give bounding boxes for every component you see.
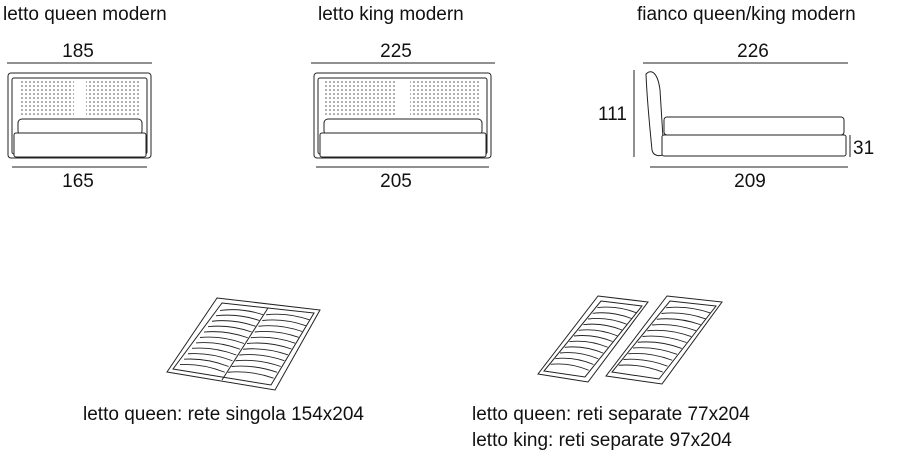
queen-frame-width-label: 165 [62, 171, 94, 192]
single-left-slat [211, 320, 256, 327]
single-left-slat [207, 325, 252, 333]
single-left-slat [183, 358, 229, 367]
separate-right-slat [618, 364, 663, 373]
side-length-label: 226 [737, 41, 769, 62]
queen-title: letto queen modern [3, 4, 167, 25]
separate-right-slat [661, 312, 706, 320]
single-slats [179, 309, 310, 379]
side-frame-length-label: 209 [734, 171, 766, 192]
single-right-slat [239, 354, 285, 362]
single-right-slat [266, 313, 310, 321]
separate-slat-frame-right-inner [611, 300, 717, 380]
separate-left-slat [583, 323, 623, 331]
separate-slat-caption-queen: letto queen: reti separate 77x204 [472, 404, 750, 425]
separate-slat-frame-left-inner [543, 300, 643, 378]
queen-headboard-padding-right [86, 80, 141, 117]
single-right-slat [254, 331, 299, 338]
single-right-slat [243, 348, 289, 356]
single-left-slat [179, 363, 225, 373]
single-slat-frame-inner [172, 302, 315, 386]
single-left-slat [187, 353, 233, 362]
side-mattress [663, 116, 845, 136]
separate-left-slat [587, 317, 627, 325]
separate-slat-caption-king: letto king: reti separate 97x204 [472, 430, 732, 451]
single-right-slat [250, 336, 296, 344]
side-headboard [645, 71, 665, 157]
single-right-slat [258, 325, 303, 332]
side-height-label: 111 [598, 104, 627, 125]
single-left-slat [219, 309, 264, 316]
separate-left-slat [573, 335, 613, 342]
separate-slat-frame-left [537, 295, 649, 383]
queen-bed-frame [13, 132, 147, 158]
king-bed-frame [319, 132, 487, 158]
single-right-slat [227, 371, 274, 379]
separate-right-slat [632, 347, 678, 355]
single-slat-divider [221, 307, 269, 381]
single-right-slat [246, 342, 292, 350]
queen-headboard [7, 72, 152, 159]
separate-left-slat [578, 329, 618, 337]
separate-slats [550, 306, 711, 373]
separate-slat-frame-right [605, 295, 723, 385]
king-headboard-padding-left [325, 80, 395, 117]
separate-right-slat [637, 341, 682, 349]
separate-left-slat [592, 312, 632, 319]
separate-right-slat [656, 318, 701, 326]
single-slat-frame [166, 297, 321, 391]
king-title: letto king modern [318, 4, 464, 25]
king-frame-width-label: 205 [380, 171, 412, 192]
queen-width-label: 185 [62, 41, 94, 62]
single-slat-caption: letto queen: rete singola 154x204 [83, 404, 364, 425]
separate-right-slat [666, 306, 711, 314]
queen-front-view [7, 62, 152, 168]
single-left-slat [191, 347, 237, 356]
single-left-slat [199, 336, 245, 344]
single-right-slat [262, 319, 306, 327]
separate-right-slat [628, 353, 673, 361]
separate-right-slat [623, 358, 668, 367]
separate-slat-bases [537, 295, 723, 385]
separate-right-slat [647, 329, 692, 338]
king-headboard [313, 72, 492, 159]
single-left-slat [203, 331, 248, 339]
separate-right-slat [651, 324, 697, 332]
separate-left-slat [550, 363, 589, 371]
side-view [633, 62, 851, 168]
separate-right-slat [642, 335, 687, 343]
separate-left-slat [569, 340, 608, 348]
side-title: fianco queen/king modern [637, 4, 856, 25]
separate-left-slat [597, 306, 637, 314]
king-front-view [311, 62, 495, 168]
king-width-label: 225 [380, 41, 412, 62]
queen-headboard-padding-left [19, 80, 74, 117]
single-slat-base [166, 297, 321, 391]
side-base-height-label: 31 [853, 138, 875, 159]
separate-left-slat [559, 352, 599, 360]
single-left-slat [215, 314, 260, 321]
single-right-slat [231, 365, 278, 373]
separate-left-slat [555, 357, 594, 365]
single-right-slat [235, 359, 281, 367]
single-left-slat [195, 342, 241, 350]
side-bed-frame [661, 134, 847, 157]
king-headboard-padding-right [410, 80, 480, 117]
separate-left-slat [564, 346, 604, 354]
